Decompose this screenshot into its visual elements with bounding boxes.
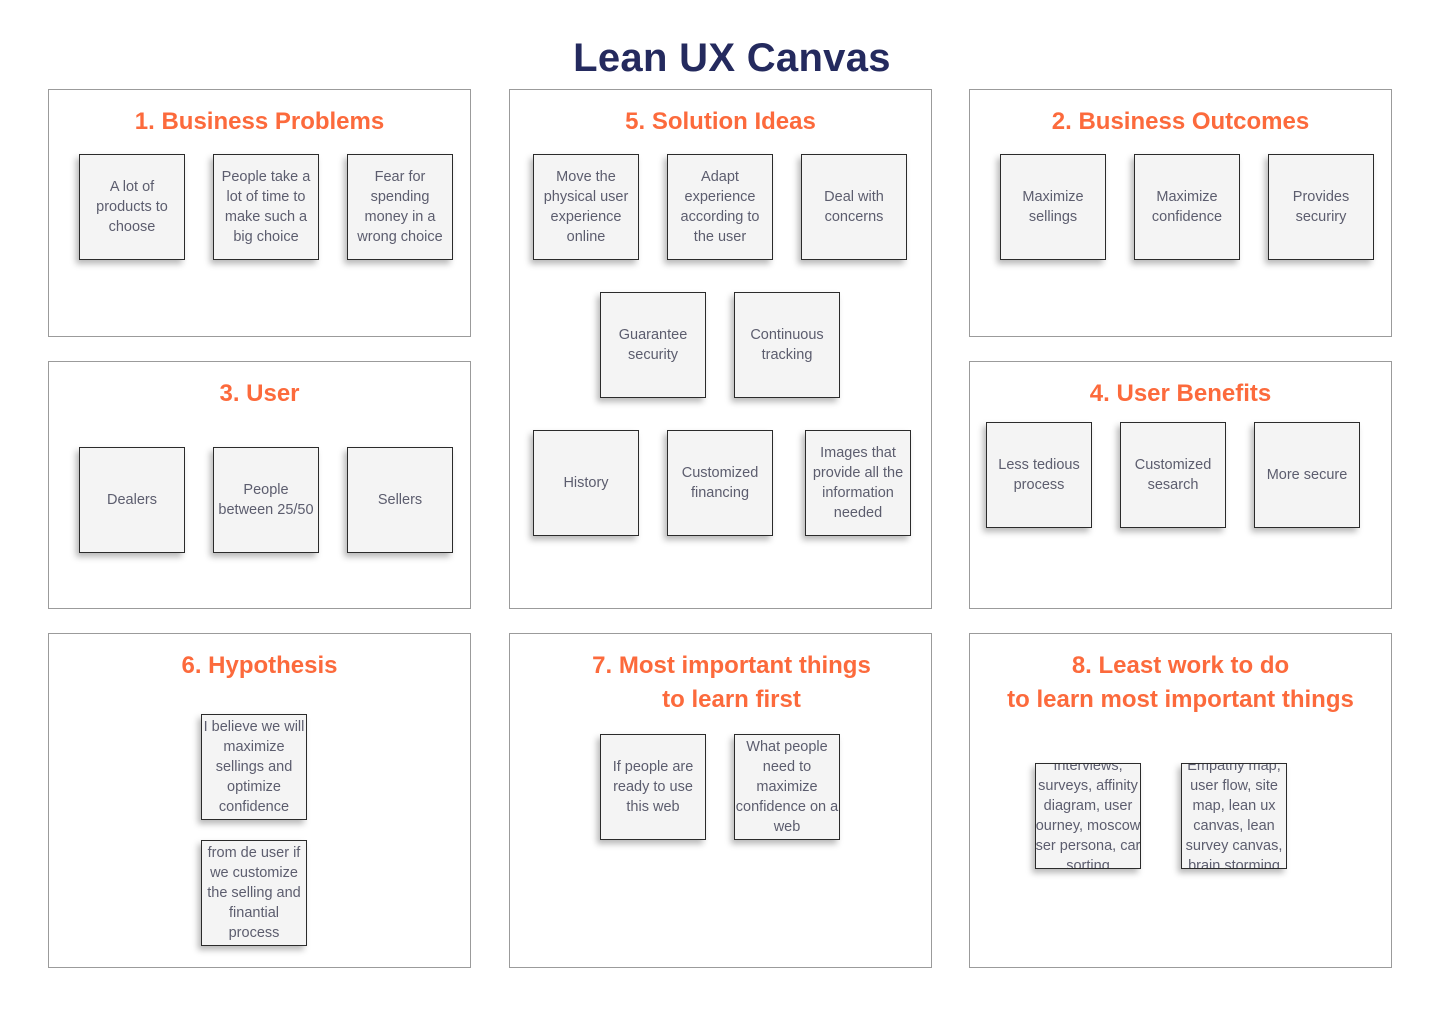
note-text: Customized financing — [681, 465, 759, 501]
note-text: Guarantee security — [618, 327, 688, 363]
section-heading: 1. Business Problems — [134, 108, 385, 135]
sticky-note[interactable]: Customized sesarch — [1120, 422, 1226, 528]
section-heading: 7. Most important things to learn first — [592, 652, 871, 713]
note-text: Empathy map, user flow, site map, lean u… — [1185, 763, 1283, 869]
sticky-note[interactable]: What people need to maximize confidence … — [734, 734, 840, 840]
sticky-note[interactable]: Sellers — [347, 447, 453, 553]
section-heading: 3. User — [219, 380, 300, 407]
note-text: from de user if we customize the selling… — [207, 845, 301, 941]
sticky-note[interactable]: Maximize sellings — [1000, 154, 1106, 260]
note-text: Maximize confidence — [1151, 189, 1223, 225]
note-text: Interviews, surveys, affinity diagram, u… — [1035, 763, 1141, 869]
note-text: History — [563, 475, 609, 491]
sticky-note[interactable]: Images that provide all the information … — [805, 430, 911, 536]
note-text: Sellers — [377, 492, 423, 508]
sticky-note[interactable]: Less tedious process — [986, 422, 1092, 528]
note-text: Maximize sellings — [1022, 189, 1084, 225]
sticky-note[interactable]: More secure — [1254, 422, 1360, 528]
sticky-note[interactable]: History — [533, 430, 639, 536]
note-text: Fear for spending money in a wrong choic… — [357, 169, 443, 245]
note-text: People take a lot of time to make such a… — [221, 169, 311, 245]
sticky-note[interactable]: If people are ready to use this web — [600, 734, 706, 840]
sticky-note[interactable]: from de user if we customize the selling… — [201, 840, 307, 946]
note-text: People between 25/50 — [218, 482, 314, 518]
note-text: What people need to maximize confidence … — [735, 739, 839, 835]
section-heading: 6. Hypothesis — [181, 652, 338, 679]
sticky-note[interactable]: Move the physical user experience online — [533, 154, 639, 260]
sticky-note[interactable]: Provides securiry — [1268, 154, 1374, 260]
section-learn-first: 7. Most important things to learn first — [509, 633, 932, 968]
note-text: Images that provide all the information … — [812, 445, 904, 521]
sticky-note[interactable]: Customized financing — [667, 430, 773, 536]
sticky-note[interactable]: Empathy map, user flow, site map, lean u… — [1181, 763, 1287, 869]
sticky-note[interactable]: A lot of products to choose — [79, 154, 185, 260]
sticky-note[interactable]: Fear for spending money in a wrong choic… — [347, 154, 453, 260]
note-text: I believe we will maximize sellings and … — [203, 719, 305, 815]
page-title: Lean UX Canvas — [573, 36, 891, 80]
sticky-note[interactable]: Deal with concerns — [801, 154, 907, 260]
sticky-note[interactable]: Maximize confidence — [1134, 154, 1240, 260]
note-text: Continuous tracking — [750, 327, 824, 363]
section-heading: 4. User Benefits — [1089, 380, 1272, 407]
sticky-note[interactable]: People between 25/50 — [213, 447, 319, 553]
note-text: If people are ready to use this web — [612, 759, 694, 815]
note-text: Move the physical user experience online — [543, 169, 629, 245]
note-text: More secure — [1266, 467, 1348, 483]
sticky-note[interactable]: I believe we will maximize sellings and … — [201, 714, 307, 820]
note-text: Dealers — [107, 492, 157, 508]
sticky-note[interactable]: Dealers — [79, 447, 185, 553]
section-heading: 5. Solution Ideas — [625, 108, 816, 135]
sticky-note[interactable]: Interviews, surveys, affinity diagram, u… — [1035, 763, 1141, 869]
sticky-note[interactable]: Continuous tracking — [734, 292, 840, 398]
note-text: Customized sesarch — [1134, 457, 1212, 493]
note-text: A lot of products to choose — [96, 179, 168, 235]
note-text: Less tedious process — [998, 457, 1080, 493]
section-heading: 2. Business Outcomes — [1051, 108, 1310, 135]
sticky-note[interactable]: Adapt experience according to the user — [667, 154, 773, 260]
note-text: Provides securiry — [1292, 189, 1350, 225]
note-text: Deal with concerns — [824, 189, 884, 225]
section-heading: 8. Least work to do to learn most import… — [1007, 652, 1354, 713]
note-text: Adapt experience according to the user — [680, 169, 760, 245]
sticky-note[interactable]: People take a lot of time to make such a… — [213, 154, 319, 260]
sticky-note[interactable]: Guarantee security — [600, 292, 706, 398]
